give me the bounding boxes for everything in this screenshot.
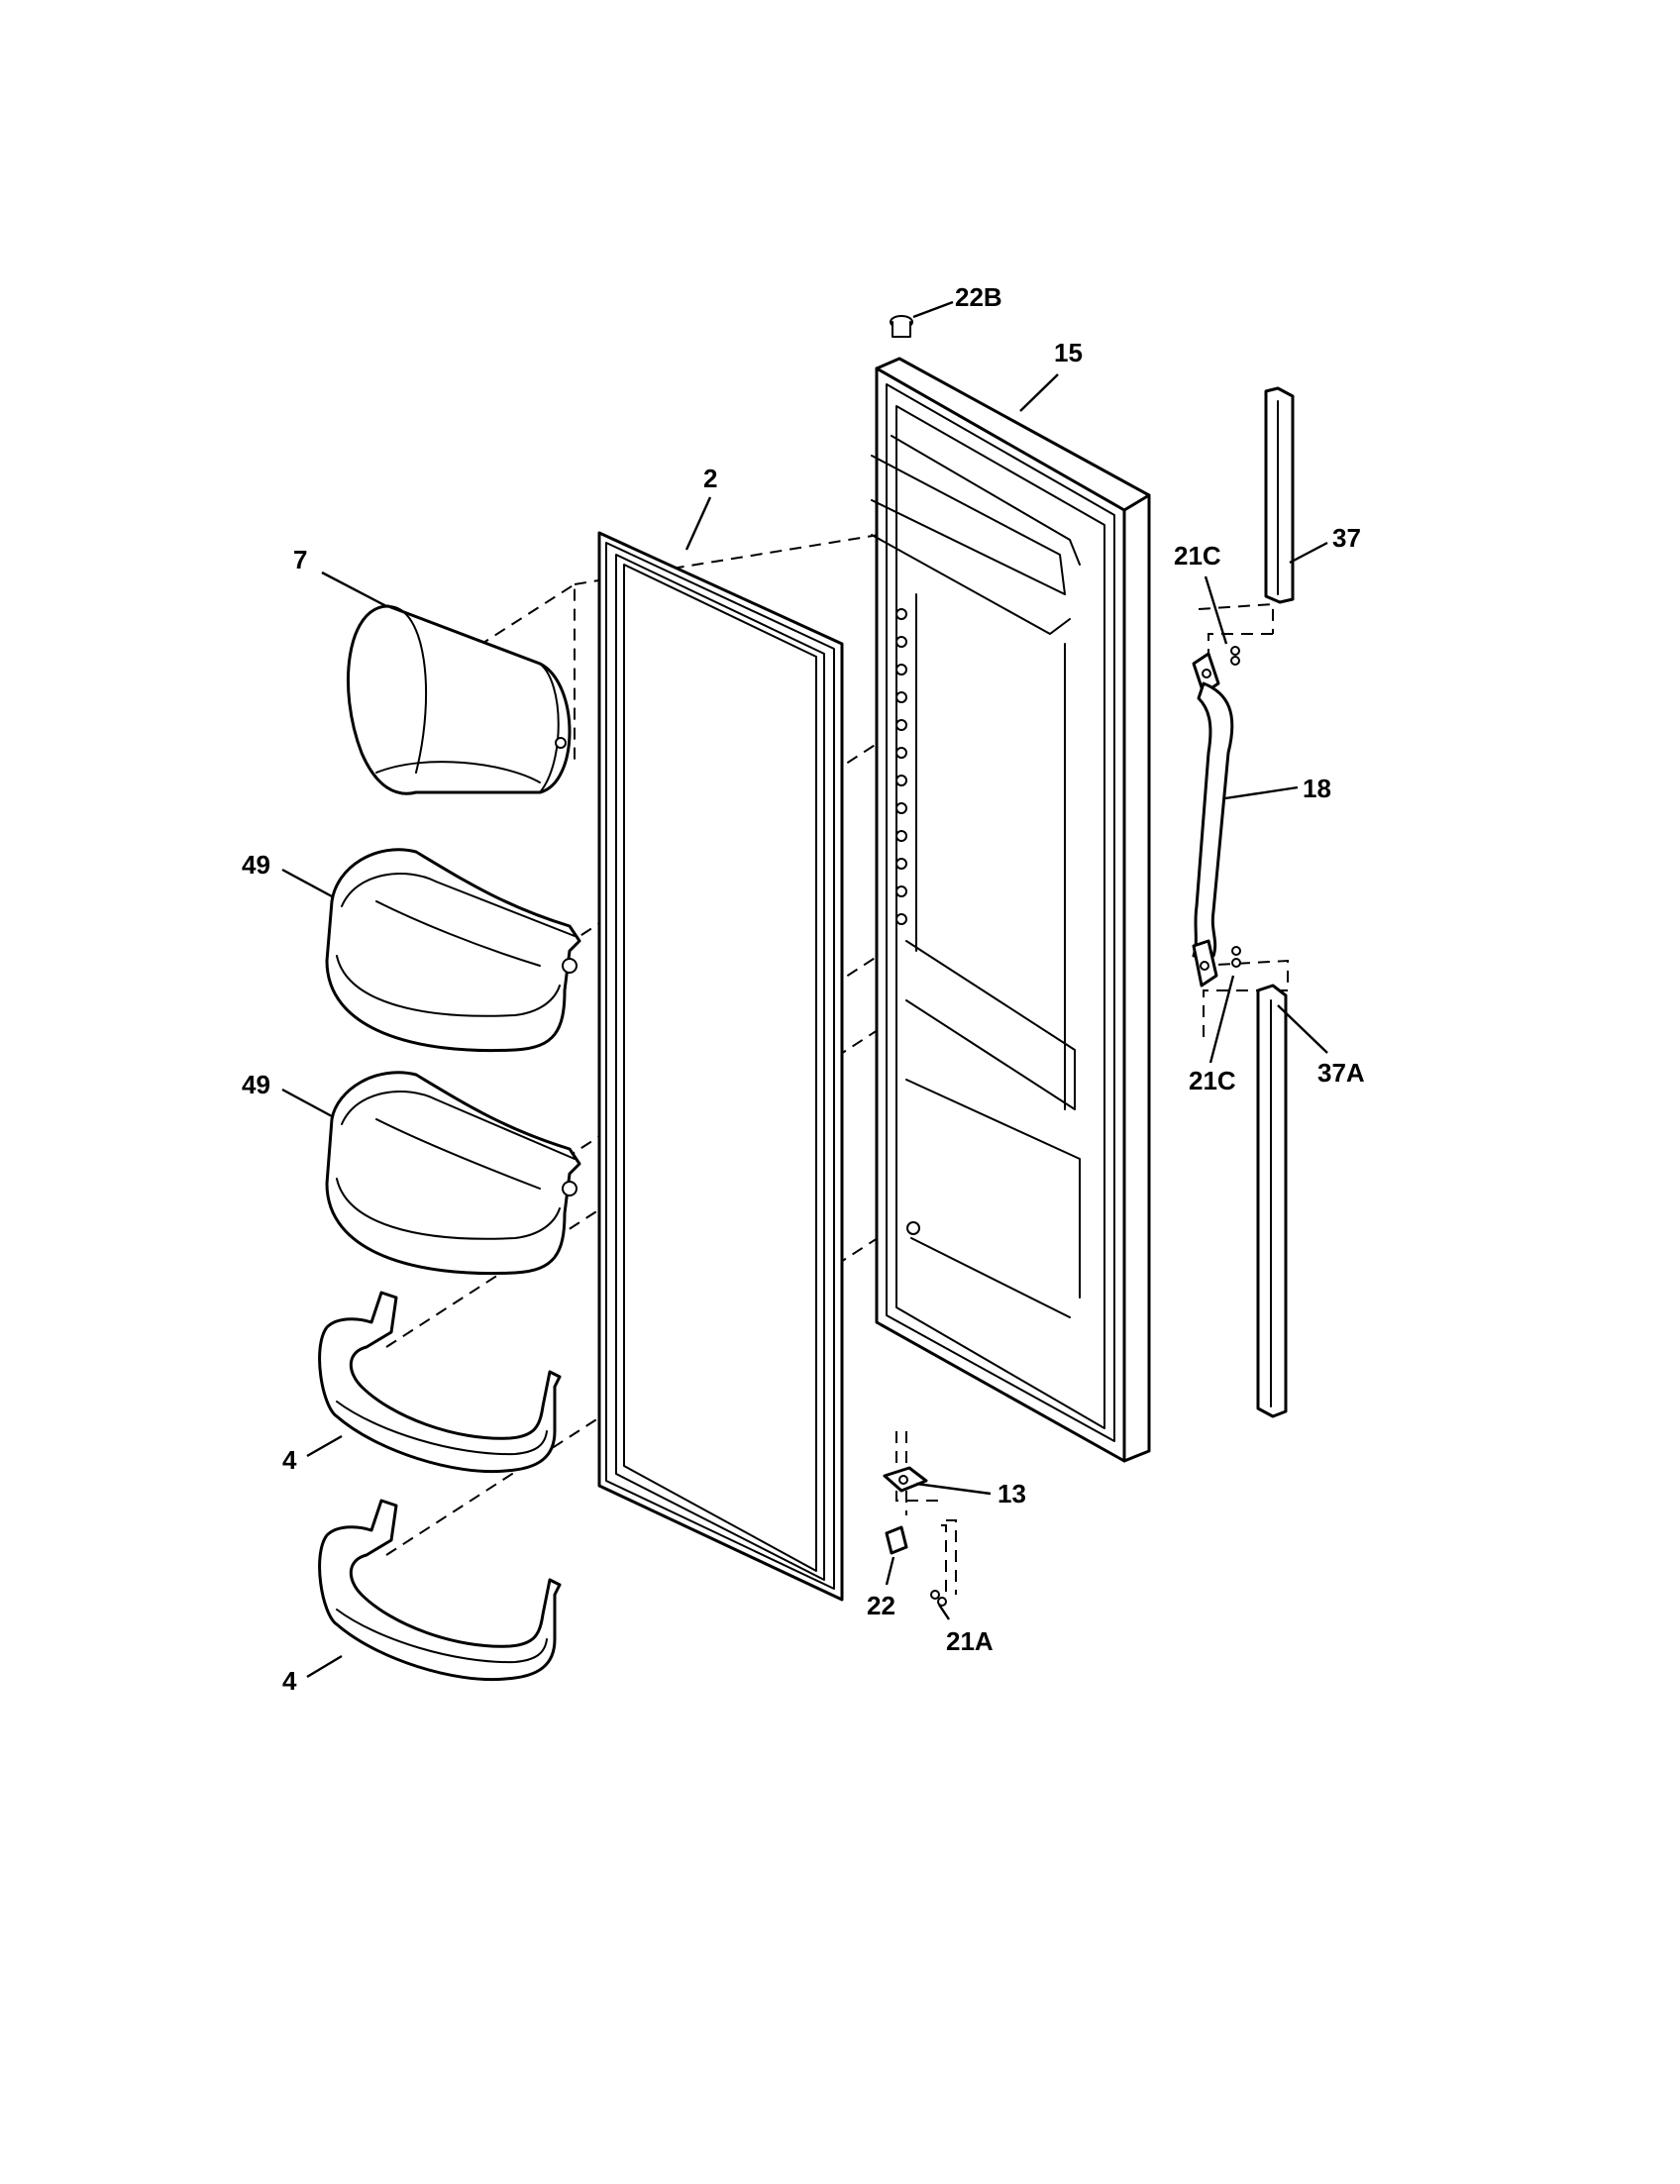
part-13-hinge bbox=[883, 1466, 928, 1493]
callout-2: 2 bbox=[703, 464, 717, 493]
callout-49-top: 49 bbox=[242, 850, 270, 880]
callout-4-bottom: 4 bbox=[282, 1666, 297, 1696]
part-49-bin-lower bbox=[325, 1071, 581, 1276]
part-7-cylinder-bin bbox=[346, 604, 572, 795]
callout-21c-top: 21C bbox=[1174, 541, 1221, 571]
part-21c-screws bbox=[1230, 646, 1241, 968]
part-15-door bbox=[871, 357, 1151, 1463]
callout-21a: 21A bbox=[946, 1626, 994, 1656]
callout-37a: 37A bbox=[1317, 1058, 1365, 1088]
part-49-bin-upper bbox=[325, 848, 581, 1053]
part-22b-cap bbox=[890, 315, 913, 338]
leader-lines bbox=[281, 300, 1328, 1679]
part-4-bin-upper bbox=[318, 1291, 562, 1474]
part-22-bushing bbox=[885, 1525, 908, 1555]
callout-4-top: 4 bbox=[282, 1445, 297, 1475]
part-37a-trim bbox=[1256, 984, 1288, 1418]
part-21a-screws bbox=[930, 1590, 947, 1607]
callout-22b: 22B bbox=[955, 282, 1002, 312]
callout-7: 7 bbox=[293, 545, 307, 574]
callout-37: 37 bbox=[1332, 523, 1361, 553]
part-2-gasket bbox=[597, 531, 844, 1602]
callout-labels: 22B 15 2 7 37 21C 18 49 49 21C 37A 4 13 … bbox=[242, 282, 1365, 1696]
callout-18: 18 bbox=[1303, 774, 1331, 803]
part-4-bin-lower bbox=[318, 1499, 562, 1682]
callout-22: 22 bbox=[867, 1591, 895, 1620]
part-18-handle bbox=[1192, 652, 1234, 988]
door-studs bbox=[895, 608, 907, 925]
callout-21c-bottom: 21C bbox=[1189, 1066, 1236, 1095]
callout-15: 15 bbox=[1054, 338, 1083, 367]
callout-49-bottom: 49 bbox=[242, 1070, 270, 1099]
part-37-trim bbox=[1264, 386, 1295, 604]
callout-13: 13 bbox=[998, 1479, 1026, 1508]
